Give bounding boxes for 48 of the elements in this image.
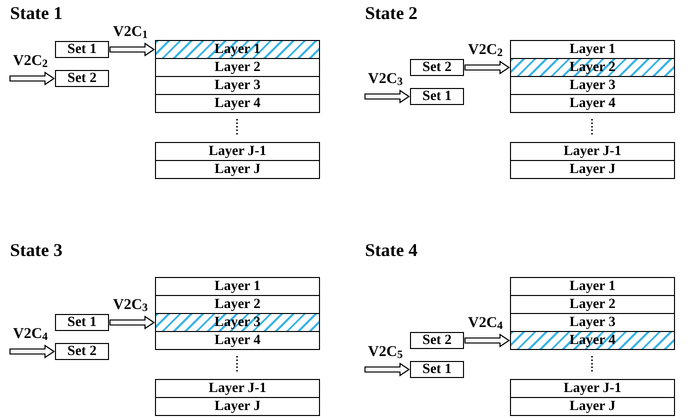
layer-box: Layer 4: [510, 94, 675, 113]
hollow-arrow: [464, 60, 510, 75]
layer-box: Layer J: [510, 160, 675, 179]
layer-box: Layer 1: [510, 277, 675, 296]
set-box: Set 2: [55, 343, 109, 360]
layer-box: Layer 4: [155, 94, 320, 113]
edge-label: V2C$_{2}$: [13, 54, 48, 68]
panel-title: State 2: [365, 4, 418, 22]
edge-label: V2C$_{3}$: [368, 72, 403, 86]
layer-box: Layer 3: [155, 76, 320, 95]
layer-box: Layer 2: [510, 295, 675, 314]
hollow-arrow: [9, 344, 55, 359]
edge-label: V2C$_{2}$: [468, 42, 503, 58]
layer-box: Layer J: [155, 160, 320, 179]
hollow-arrow: [464, 333, 510, 348]
edge-label: V2C$_{1}$: [113, 24, 148, 40]
set-box: Set 1: [55, 41, 109, 58]
hollow-arrow: [364, 89, 410, 104]
layer-box: Layer 3: [510, 313, 675, 332]
layer-box: Layer J-1: [155, 142, 320, 161]
hollow-arrow: [109, 315, 155, 330]
panel-title: State 4: [365, 241, 418, 259]
layer-box: Layer 1: [155, 277, 320, 296]
layer-box: Layer J-1: [155, 379, 320, 398]
layer-box: Layer J: [155, 397, 320, 416]
set-box: Set 1: [410, 361, 464, 378]
set-box: Set 2: [410, 332, 464, 349]
set-box: Set 2: [55, 70, 109, 87]
edge-label: V2C$_{4}$: [13, 326, 48, 342]
hollow-arrow: [109, 42, 155, 57]
edge-label: V2C$_{4}$: [468, 316, 503, 330]
set-box: Set 1: [55, 314, 109, 331]
layer-box: Layer 4: [155, 331, 320, 350]
layer-box: Layer 2: [155, 295, 320, 314]
set-box: Set 2: [410, 59, 464, 76]
edge-label: V2C$_{5}$: [368, 344, 403, 360]
set-box: Set 1: [410, 88, 464, 105]
layer-box: Layer 3: [510, 76, 675, 95]
panel-title: State 3: [10, 241, 62, 259]
layer-box: Layer J-1: [510, 142, 675, 161]
hollow-arrow: [9, 71, 55, 86]
hollow-arrow: [364, 362, 410, 377]
layer-box: Layer 1: [510, 40, 675, 59]
layer-box: Layer J-1: [510, 379, 675, 398]
panel-title: State 1: [10, 4, 62, 22]
edge-label: V2C$_{3}$: [113, 298, 148, 312]
layer-box: Layer 2: [155, 58, 320, 77]
layer-box: Layer J: [510, 397, 675, 416]
